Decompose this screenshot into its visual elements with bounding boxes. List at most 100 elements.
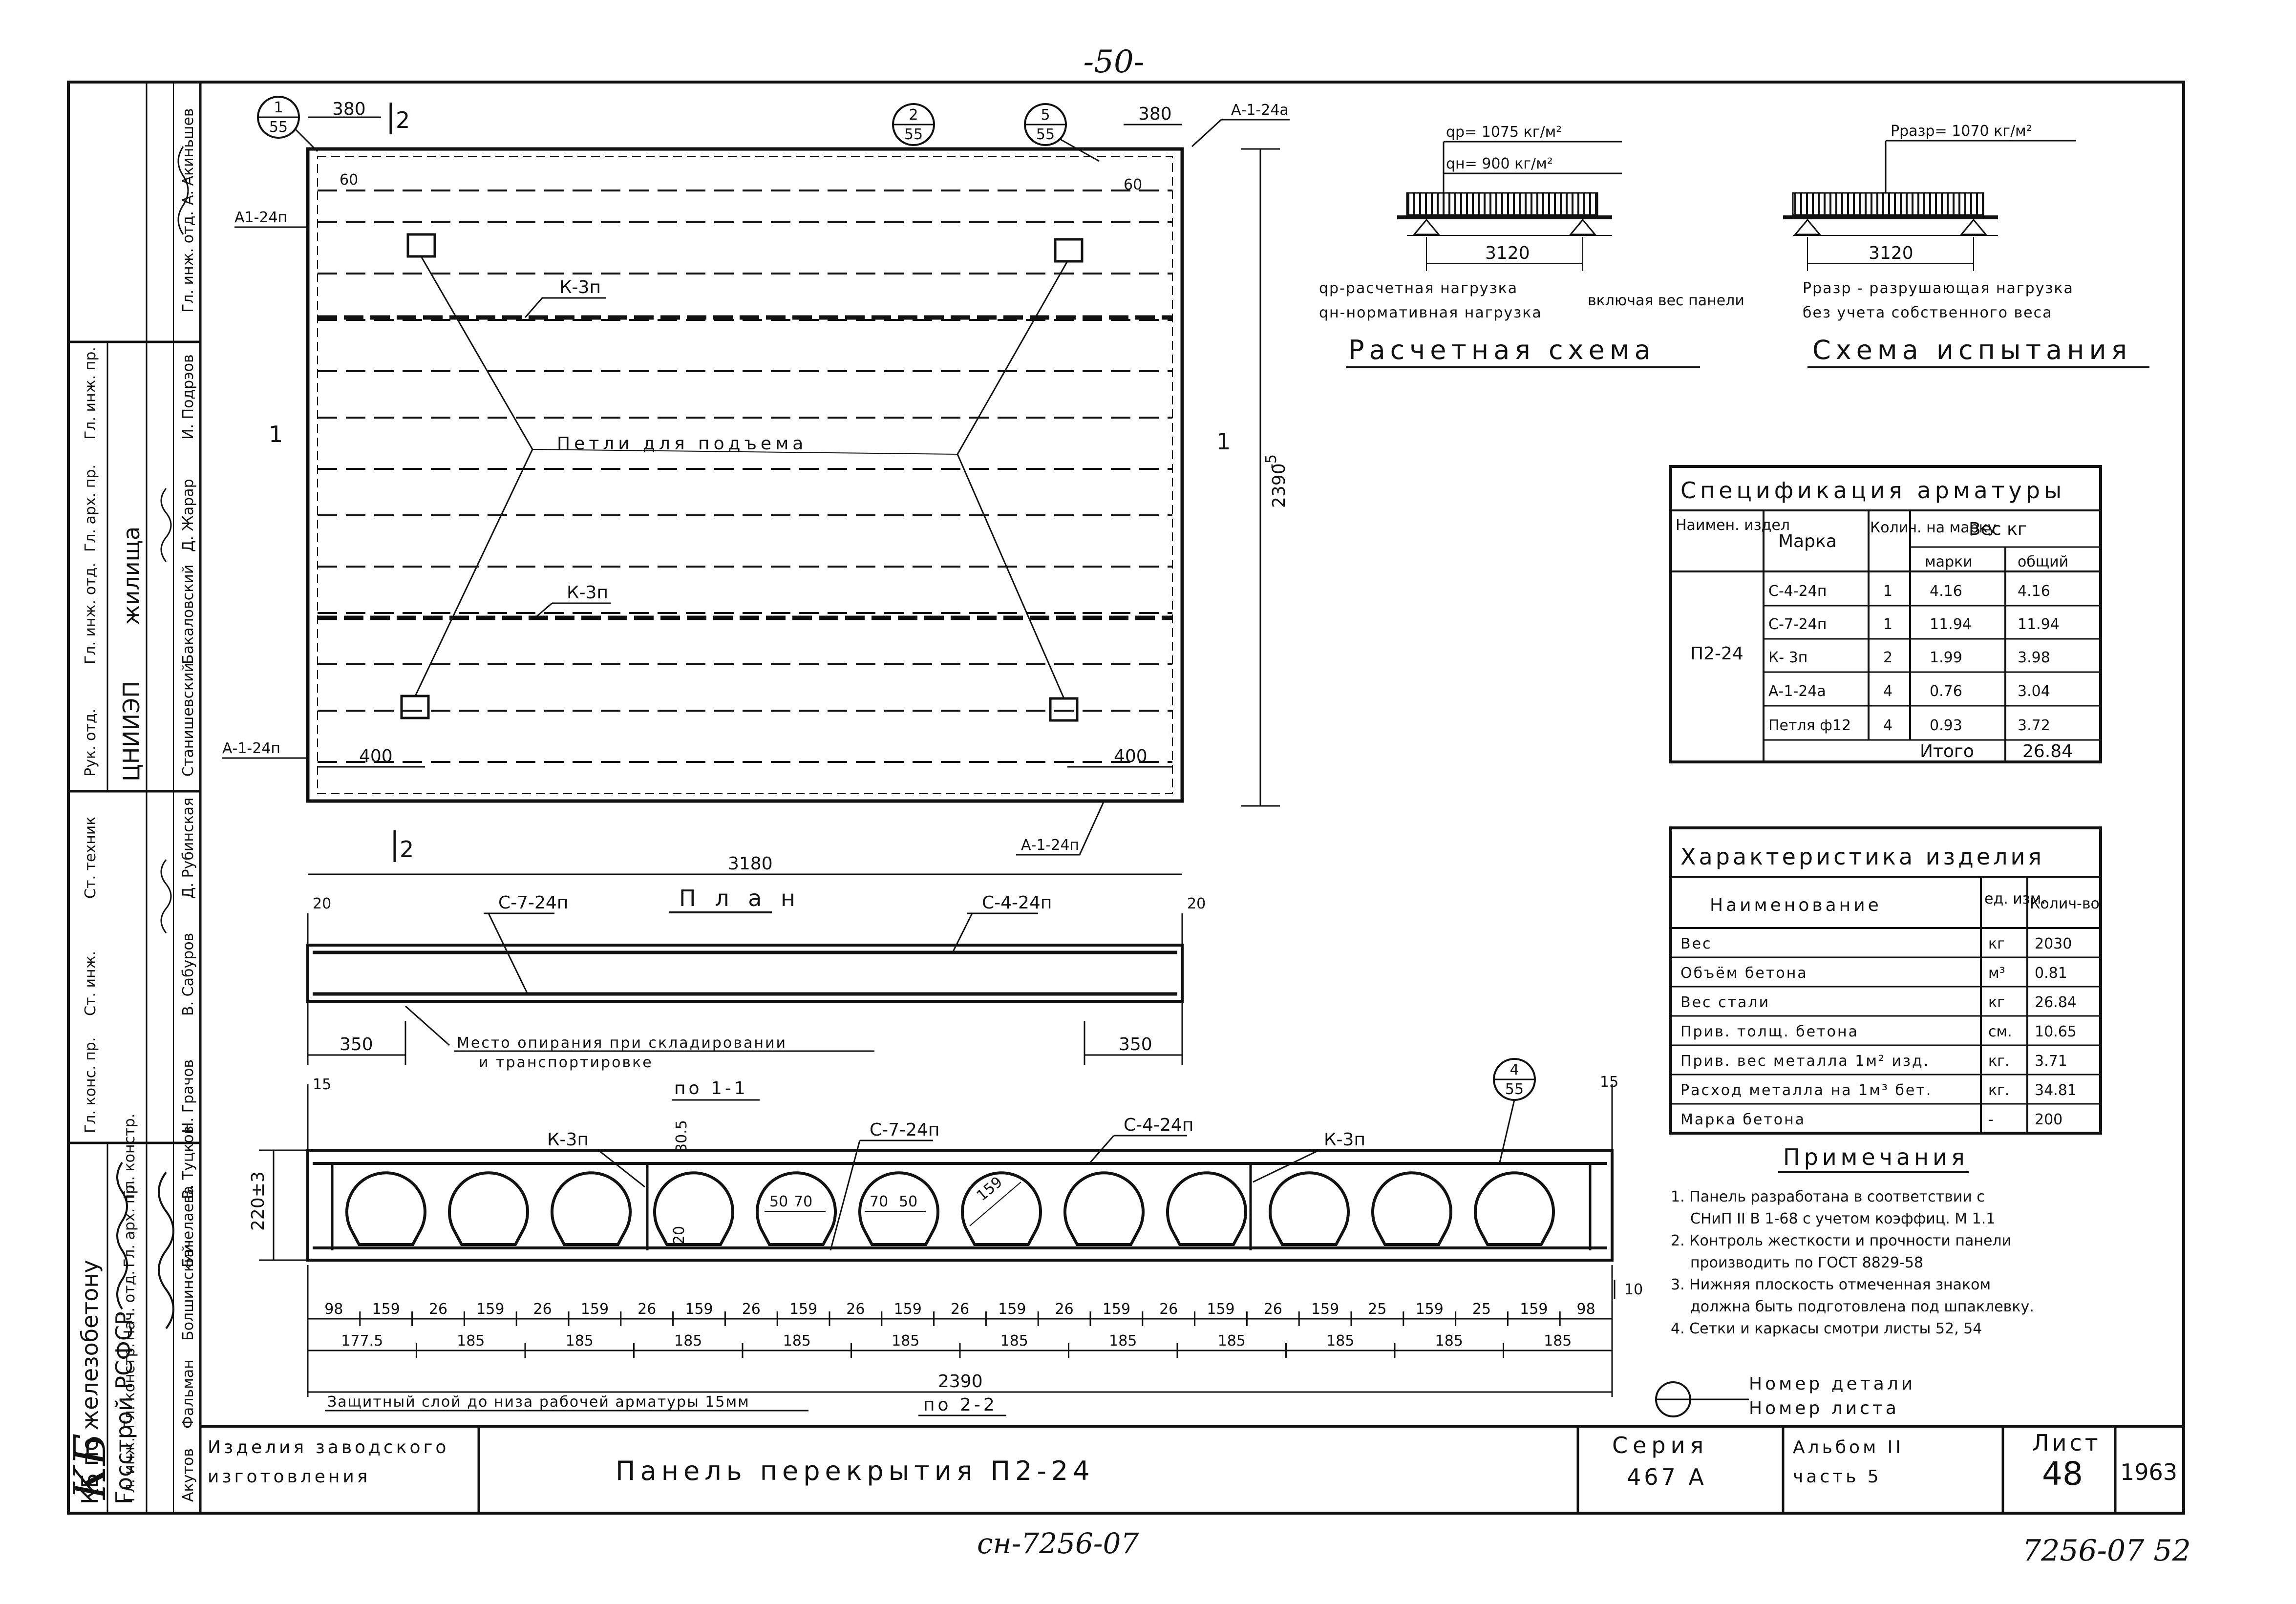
spec-cell: 0.93 xyxy=(1930,717,1962,734)
test-span: 3120 xyxy=(1869,243,1913,263)
stamp-role: Ст. инж. xyxy=(82,951,99,1016)
spec-table: Спецификация арматуры Наимен. издел Марк… xyxy=(1669,465,2102,763)
lifting-loop xyxy=(400,695,430,719)
callout-bottom: 55 xyxy=(904,126,923,143)
section-1-1: 20 20 С-7-24п С-4-24п 350 350 Место опир… xyxy=(306,893,1206,1101)
dim-value: 26 xyxy=(638,1301,656,1318)
spec-cell: А-1-24а xyxy=(1768,683,1826,700)
spec-cell: 3.04 xyxy=(2018,683,2050,700)
callout-2-55: 2 55 xyxy=(892,103,935,146)
callout-1-55: 1 55 xyxy=(257,96,319,152)
lifting-loop xyxy=(1054,238,1084,263)
dim-height: 2390 xyxy=(1269,463,1289,508)
load-scheme: qр= 1075 кг/м² qн= 900 кг/м² 3120 qр-рас… xyxy=(1319,124,1744,368)
stamp-role: Гл. конс. пр. xyxy=(82,1037,99,1133)
label-k3p-top: К-3п xyxy=(559,277,601,297)
dim-value: 185 xyxy=(892,1332,919,1350)
note-line: 4. Сетки и каркасы смотри листы 52, 54 xyxy=(1671,1320,1982,1337)
plan-rebar-lines xyxy=(318,190,1172,763)
dim-value: 159 xyxy=(998,1301,1026,1318)
dim-value: 177.5 xyxy=(341,1332,383,1350)
char-value: 3.71 xyxy=(2035,1053,2067,1070)
char-name: Вес xyxy=(1680,935,1712,952)
lifting-loop xyxy=(406,233,436,258)
protective-layer-note: Защитный слой до низа рабочей арматуры 1… xyxy=(327,1393,750,1411)
load-legend-1: qр-расчетная нагрузка xyxy=(1319,280,1518,297)
spec-cell: С-4-24п xyxy=(1768,583,1827,600)
callout-top: 2 xyxy=(909,106,918,124)
plan-view: Петли для подъема К-3п К-3п А-1-24а А1-2… xyxy=(222,96,1290,913)
dim-value: 185 xyxy=(457,1332,485,1350)
stamp-role: Гл. инж. xyxy=(121,1437,138,1502)
spec-cell: С-7-24п xyxy=(1768,616,1827,633)
year: 1963 xyxy=(2120,1459,2177,1485)
hollow-core xyxy=(551,1171,632,1246)
stamp-role: Ст. техник xyxy=(82,817,99,899)
spec-cell: Петля ф12 xyxy=(1768,717,1851,734)
dim-loop-left: 400 xyxy=(359,746,393,766)
dim-section11-right: 20 xyxy=(1187,895,1206,912)
note-line: производить по ГОСТ 8829-58 xyxy=(1690,1254,1923,1271)
legend-top: Номер детали xyxy=(1749,1374,1915,1394)
stamp-role: Гл. арх. пр. xyxy=(82,464,99,552)
spec-cell: 2 xyxy=(1883,649,1892,666)
stamp-org-3: КБ по железобетону xyxy=(77,1260,103,1504)
page-number: -50- xyxy=(1084,44,1145,80)
hollow-core xyxy=(858,1171,939,1246)
label-k3p-mid: К-3п xyxy=(567,583,608,603)
series-value: 467 А xyxy=(1627,1464,1707,1490)
spec-cell: 4.16 xyxy=(1930,583,1962,600)
note-line: СНиП II В 1-68 с учетом коэффиц. М 1.1 xyxy=(1690,1210,1995,1227)
test-scheme-title: Схема испытания xyxy=(1812,335,2132,365)
dim-value: 159 xyxy=(581,1301,609,1318)
dim-value: 159 xyxy=(1207,1301,1234,1318)
lifting-loop xyxy=(1049,697,1079,722)
callout-top: 1 xyxy=(274,99,283,116)
signature xyxy=(116,1161,128,1310)
spec-cell: 11.94 xyxy=(1930,616,1972,633)
dim-inner: 50 xyxy=(899,1193,917,1210)
dim-height-tol: -5 xyxy=(1263,454,1280,469)
bottom-center-code: сн-7256-07 xyxy=(977,1527,1139,1560)
dim-value: 185 xyxy=(566,1332,594,1350)
spec-cell: 1.99 xyxy=(1930,649,1962,666)
dim-inner: 50 xyxy=(769,1193,788,1210)
char-value: 10.65 xyxy=(2035,1023,2077,1040)
section11-title: по 1-1 xyxy=(674,1078,748,1098)
char-unit: - xyxy=(1988,1111,1994,1128)
dim-plan-width: 3180 xyxy=(728,854,773,874)
album-label: Альбом II xyxy=(1793,1437,1904,1457)
plan-inner-outline xyxy=(317,156,1173,794)
dim-value: 26 xyxy=(846,1301,865,1318)
label-a1-left-bottom: А-1-24п xyxy=(222,740,280,757)
support-pin xyxy=(1793,218,1822,235)
char-value: 200 xyxy=(2035,1111,2062,1128)
dim-value: 159 xyxy=(1520,1301,1548,1318)
callout-5-55: 5 55 xyxy=(1024,103,1100,162)
spec-h-name: Наимен. издел xyxy=(1676,517,1790,534)
load-distributed xyxy=(1792,192,1984,216)
load-scheme-title: Расчетная схема xyxy=(1348,335,1656,365)
spec-cell: 1 xyxy=(1883,616,1892,633)
stamp-name: В. Туцков xyxy=(180,1126,197,1199)
load-qp: qр= 1075 кг/м² xyxy=(1446,124,1562,141)
label-a1-top-right: А-1-24а xyxy=(1231,102,1289,119)
char-title: Характеристика изделия xyxy=(1680,844,2044,870)
section22-title: по 2-2 xyxy=(923,1395,998,1415)
notes-title: Примечания xyxy=(1783,1144,1969,1170)
char-h-qty: Колич-во xyxy=(2030,895,2100,912)
hollow-core xyxy=(1063,1171,1145,1246)
title-left-2: изготовления xyxy=(208,1467,370,1487)
load-distributed xyxy=(1406,192,1598,216)
test-legend-1: Pразр - разрушающая нагрузка xyxy=(1803,280,2074,297)
spec-h-qty: Колич. на марку xyxy=(1870,519,1997,536)
dim-inner: 70 xyxy=(870,1193,888,1210)
stamp-name: Станишевский xyxy=(180,663,197,777)
support-pin xyxy=(1412,218,1441,235)
test-scheme: Pразр= 1070 кг/м² 3120 Pразр - разрушающ… xyxy=(1783,123,2149,368)
side-stamp: ЦНИИЭП жилища КБ по железобетону Госстро… xyxy=(64,82,202,1513)
leader-line xyxy=(532,449,958,455)
stamp-name: Н. Грачов xyxy=(180,1059,197,1133)
